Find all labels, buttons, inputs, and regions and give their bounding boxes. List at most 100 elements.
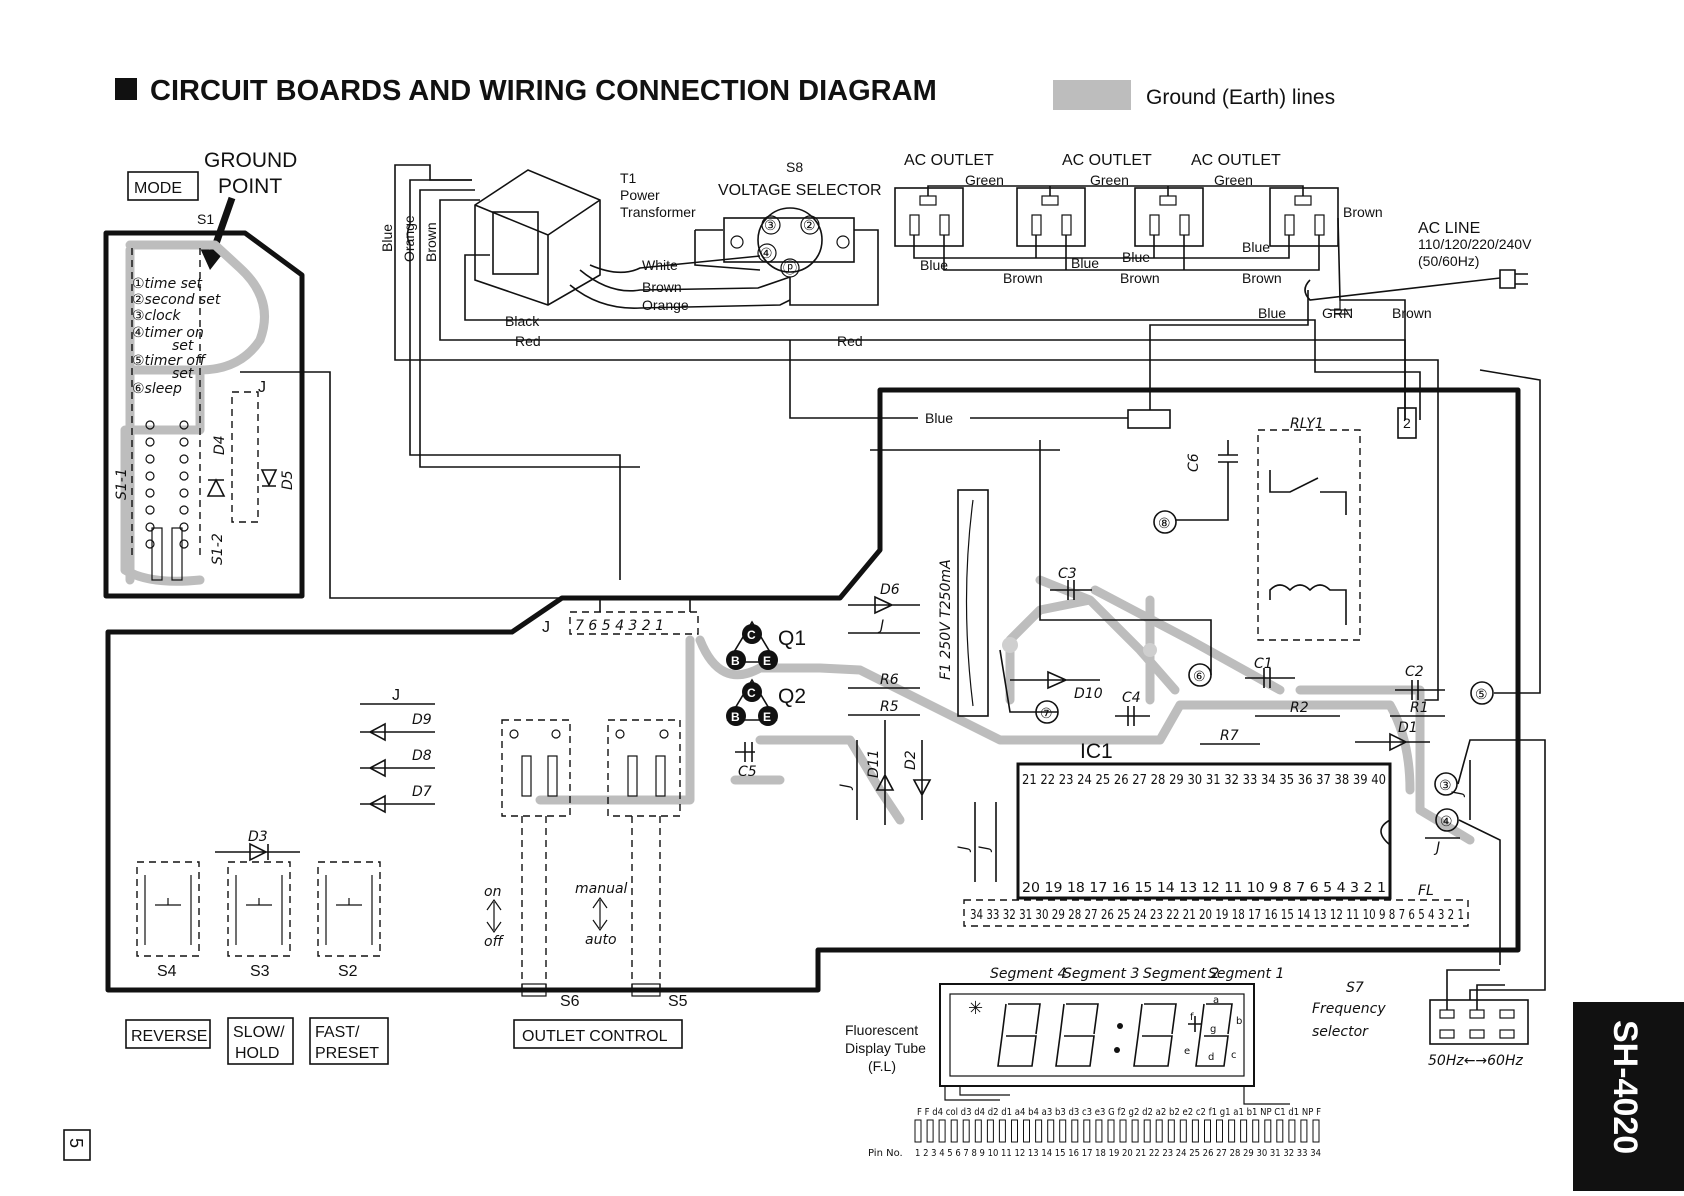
mode-function-2: ②second set bbox=[132, 292, 221, 308]
wire-black: Black bbox=[505, 313, 540, 329]
fuse-f1 bbox=[957, 489, 989, 717]
ac-outlet-1-green: Green bbox=[965, 172, 1004, 188]
ac-line-brown: Brown bbox=[1392, 305, 1432, 321]
ac-line-blue: Blue bbox=[1258, 305, 1286, 321]
display-pin-leg bbox=[1288, 1119, 1296, 1143]
display-pin-leg bbox=[1240, 1119, 1248, 1143]
segment-2-label: Segment 2 bbox=[1143, 966, 1219, 982]
display-pin-leg bbox=[1252, 1119, 1260, 1143]
s8-pin-4: ④ bbox=[760, 245, 773, 261]
display-pin-leg bbox=[998, 1119, 1006, 1143]
ac-outlet-brown-top: Brown bbox=[1343, 204, 1383, 220]
display-pin-leg bbox=[1047, 1119, 1055, 1143]
grn-ground-icon bbox=[1330, 300, 1352, 315]
display-pin-leg bbox=[1167, 1119, 1175, 1143]
tp-6: ⑥ bbox=[1193, 668, 1206, 684]
j-label-fl: J bbox=[1433, 840, 1440, 856]
ac-outlet-brown-2: Brown bbox=[1120, 270, 1160, 286]
display-star-icon: ✳ bbox=[968, 998, 983, 1018]
s2-label: S2 bbox=[338, 963, 358, 980]
ac-line-grn: GRN bbox=[1322, 305, 1353, 321]
ac-outlet-3-green: Green bbox=[1214, 172, 1253, 188]
transistor-q1: C B E bbox=[726, 620, 778, 670]
r5-label: R5 bbox=[880, 699, 899, 715]
c3-label: C3 bbox=[1058, 566, 1077, 582]
connector-j bbox=[569, 611, 699, 635]
tp-8: ⑧ bbox=[1158, 515, 1171, 531]
push-switches bbox=[136, 842, 381, 957]
fuse-label: F1 250V T250mA bbox=[938, 559, 954, 680]
mode-function-1: ①time set bbox=[132, 276, 203, 292]
display-pin-leg bbox=[974, 1119, 982, 1143]
page-title: CIRCUIT BOARDS AND WIRING CONNECTION DIA… bbox=[150, 75, 937, 107]
ac-outlet-blue-2: Blue bbox=[1071, 255, 1099, 271]
display-pin-leg bbox=[1059, 1119, 1067, 1143]
display-pin-leg bbox=[1143, 1119, 1151, 1143]
ac-outlet-1-label: AC OUTLET bbox=[904, 152, 994, 169]
d10-label: D10 bbox=[1074, 686, 1103, 702]
switch-off-label: off bbox=[484, 934, 505, 950]
segment-1-label: Segment 1 bbox=[1208, 966, 1284, 982]
power-transformer bbox=[474, 169, 601, 306]
relay-label: RLY1 bbox=[1290, 416, 1324, 432]
d6-label: D6 bbox=[880, 582, 900, 598]
q1-pin-b: B bbox=[731, 654, 740, 668]
j-label-mode: J bbox=[258, 379, 266, 396]
display-pin-leg bbox=[1216, 1119, 1223, 1143]
ic1-package bbox=[1016, 762, 1392, 900]
display-pin-leg bbox=[914, 1119, 922, 1143]
ground-point-line2: POINT bbox=[218, 175, 282, 198]
wire-white: White bbox=[642, 257, 678, 273]
d2-label: D2 bbox=[903, 750, 919, 770]
display-pin-leg bbox=[1228, 1119, 1236, 1143]
display-pin-leg bbox=[1119, 1119, 1127, 1143]
mode-box-label: MODE bbox=[134, 180, 182, 197]
ac-outlet-blue-1: Blue bbox=[920, 257, 948, 273]
wire-brown-t1b: Brown bbox=[423, 222, 439, 262]
display-pin-leg bbox=[1083, 1119, 1091, 1143]
s7-ref: S7 bbox=[1346, 980, 1364, 996]
s4-label: S4 bbox=[157, 963, 177, 980]
ac-line-voltages: 110/120/220/240V bbox=[1418, 236, 1532, 252]
j-label-left: J bbox=[392, 687, 400, 704]
fluorescent-display-outer bbox=[939, 983, 1255, 1087]
tp-3: ③ bbox=[1439, 777, 1452, 793]
hold-button-label: HOLD bbox=[235, 1045, 279, 1062]
ac-outlet-blue-3: Blue bbox=[1122, 249, 1150, 265]
j-label-ic-2: J bbox=[977, 846, 993, 853]
seg-a: a bbox=[1213, 995, 1219, 1006]
q2-label: Q2 bbox=[778, 685, 806, 708]
c6-label: C6 bbox=[1186, 453, 1202, 472]
fl-label: FL bbox=[1418, 883, 1434, 899]
fl-pins: 34 33 32 31 30 29 28 27 26 25 24 23 22 2… bbox=[970, 908, 1464, 923]
mode-function-3: ③clock bbox=[132, 308, 181, 324]
s8-pin-3: ③ bbox=[764, 217, 777, 233]
display-caption-1: Fluorescent bbox=[845, 1022, 918, 1038]
s6-label: S6 bbox=[560, 993, 580, 1010]
q1-pin-c: C bbox=[747, 628, 756, 642]
wire-red-left: Red bbox=[515, 333, 541, 349]
wire-blue-t1: Blue bbox=[379, 224, 395, 252]
q2-pin-e: E bbox=[763, 710, 771, 724]
mode-function-4b: set bbox=[172, 338, 194, 354]
reverse-button bbox=[125, 1019, 211, 1049]
d5-diode-icon bbox=[260, 469, 278, 487]
display-pin-legs bbox=[914, 1119, 1320, 1143]
mode-board-ground-trace bbox=[120, 240, 269, 586]
s1-2-label: S1-2 bbox=[210, 533, 226, 565]
d5-label: D5 bbox=[280, 470, 296, 490]
d7-label: D7 bbox=[412, 784, 432, 800]
d8-label: D8 bbox=[412, 748, 432, 764]
wire-brown-t1: Brown bbox=[642, 279, 682, 295]
d9-label: D9 bbox=[412, 712, 432, 728]
ac-outlet-2-label: AC OUTLET bbox=[1062, 152, 1152, 169]
q2-pin-c: C bbox=[747, 686, 756, 700]
resistor-diode-rows: D6 J R6 R5 D11 D2 J bbox=[838, 582, 932, 825]
wire-blue-main: Blue bbox=[925, 410, 953, 426]
wire-orange-t1b: Orange bbox=[401, 215, 417, 262]
s5-label: S5 bbox=[668, 993, 688, 1010]
ac-outlet-brown-3: Brown bbox=[1242, 270, 1282, 286]
switch-manual-label: manual bbox=[575, 881, 628, 897]
